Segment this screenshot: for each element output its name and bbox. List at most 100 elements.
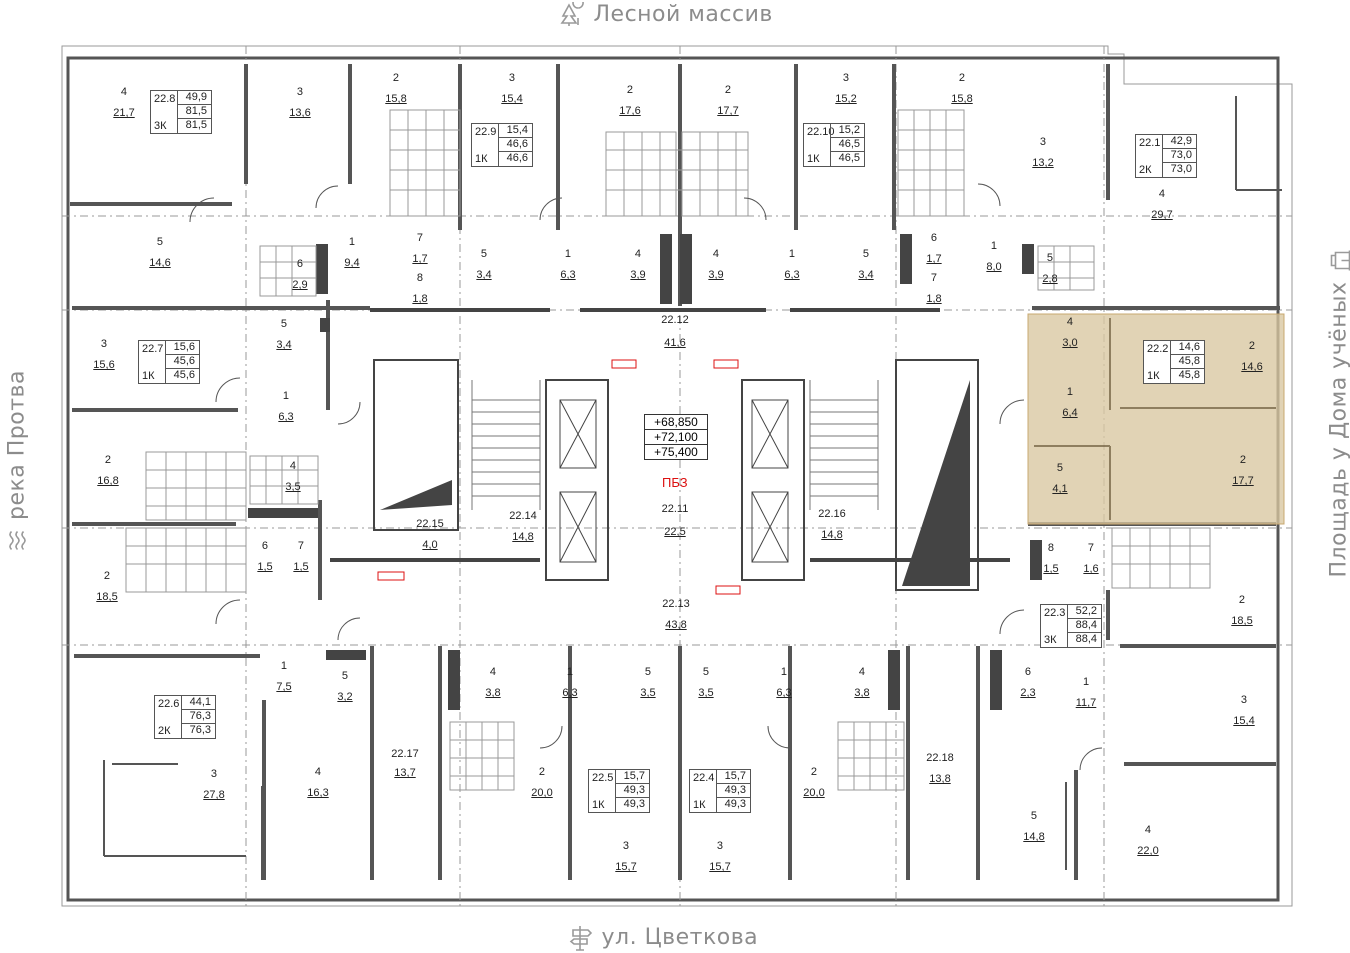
room-number: 5	[702, 666, 710, 678]
room-area: 9,4	[344, 257, 360, 269]
room-area: 1,5	[293, 561, 309, 573]
room-area: 6,3	[278, 411, 294, 423]
room-number: 2	[724, 84, 732, 96]
room-area: 3,9	[708, 269, 724, 281]
room-area: 3,5	[640, 687, 656, 699]
room-number: 4	[120, 86, 128, 98]
room-area: 15,7	[615, 861, 637, 873]
room-area: 3,4	[276, 339, 292, 351]
room-area: 1,5	[257, 561, 273, 573]
room-area: 29,7	[1151, 209, 1173, 221]
room-number: 2	[810, 766, 818, 778]
room-number: 4	[314, 766, 322, 778]
orientation-top-label: Лесной массив	[593, 2, 773, 27]
room-area: 15,4	[1233, 715, 1255, 727]
room-number: 7	[416, 232, 424, 244]
elevation-value: +75,400	[654, 445, 698, 459]
room-area: 3,5	[698, 687, 714, 699]
room-number: 3	[296, 86, 304, 98]
room-number: 3	[508, 72, 516, 84]
room-number: 5	[1030, 810, 1038, 822]
room-area: 11,7	[1075, 697, 1097, 709]
room-area: 16,3	[307, 787, 329, 799]
room-area: 14,6	[1241, 361, 1263, 373]
room-area: 3,2	[337, 691, 353, 703]
room-area: 7,5	[276, 681, 292, 693]
room-number: 5	[341, 670, 349, 682]
room-number: 5	[280, 318, 288, 330]
room-area: 15,8	[951, 93, 973, 105]
room-area: 15,4	[501, 93, 523, 105]
room-area: 1,6	[1083, 563, 1099, 575]
room-area: 15,2	[835, 93, 857, 105]
room-area: 17,6	[619, 105, 641, 117]
room-number: 1	[348, 236, 356, 248]
room-area: 16,8	[97, 475, 119, 487]
room-number: 5	[1056, 462, 1064, 474]
room-number: 4	[289, 460, 297, 472]
room-area: 6,3	[560, 269, 576, 281]
room-number: 4	[634, 248, 642, 260]
room-area: 1,7	[926, 253, 942, 265]
room-area: 6,3	[776, 687, 792, 699]
room-number: 1	[566, 666, 574, 678]
room-area: 3,0	[1062, 337, 1078, 349]
room-area: 21,7	[113, 107, 135, 119]
room-area: 8,0	[986, 261, 1002, 273]
room-area: 6,4	[1062, 407, 1078, 419]
room-area: 3,8	[854, 687, 870, 699]
room-area: 22,0	[1137, 845, 1159, 857]
room-number: 1	[1066, 386, 1074, 398]
room-number: 7	[930, 272, 938, 284]
room-number: 2	[538, 766, 546, 778]
room-number: 5	[1046, 252, 1054, 264]
room-area: 2,8	[1042, 273, 1058, 285]
room-number: 2	[626, 84, 634, 96]
room-area: 3,9	[630, 269, 646, 281]
room-number: 1	[1082, 676, 1090, 688]
elevation-value: +72,100	[645, 430, 707, 445]
room-area: 20,0	[803, 787, 825, 799]
room-area: 13,2	[1032, 157, 1054, 169]
room-area: 2,3	[1020, 687, 1036, 699]
room-number: 3	[1240, 694, 1248, 706]
